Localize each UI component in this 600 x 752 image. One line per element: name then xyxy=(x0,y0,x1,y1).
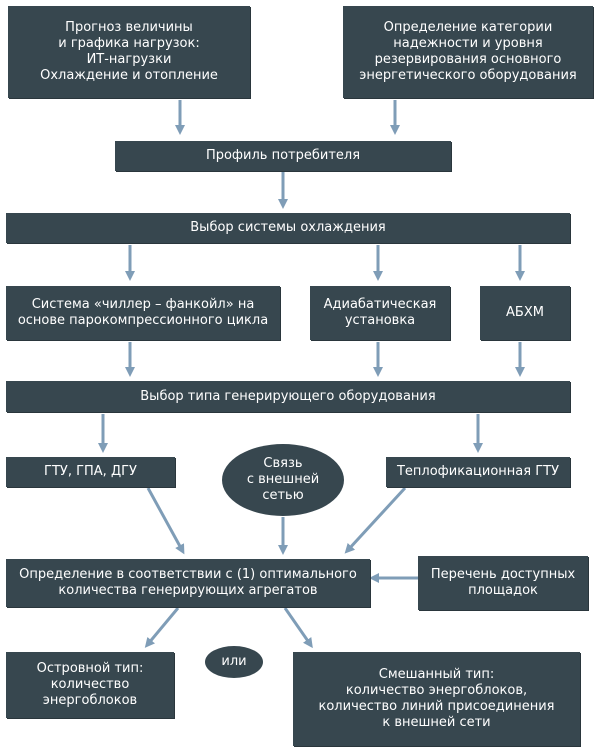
available-sites-box: Перечень доступных площадок xyxy=(418,556,588,610)
chp-gtu-box: Теплофикационная ГТУ xyxy=(386,457,570,487)
reliability-category-box: Определение категории надежности и уровн… xyxy=(343,6,593,98)
gtu-gpa-dgu-box: ГТУ, ГПА, ДГУ xyxy=(6,457,175,487)
cooling-system-choice-box: Выбор системы охлаждения xyxy=(6,213,570,243)
generation-equipment-choice-box: Выбор типа генерирующего оборудования xyxy=(6,381,570,412)
adiabatic-unit-box: Адиабатическая установка xyxy=(310,286,450,340)
arrow-optimal-to-island xyxy=(144,607,180,648)
arrow-gtu-to-optimal xyxy=(146,487,185,555)
arrow-optimal-to-mixed xyxy=(283,607,313,649)
abhm-box: АБХМ xyxy=(480,286,570,340)
load-forecast-box: Прогноз величины и графика нагрузок: ИТ-… xyxy=(8,6,250,98)
chiller-fancoil-box: Система «чиллер – фанкойл» на основе пар… xyxy=(6,286,280,340)
arrow-chp-to-optimal xyxy=(344,486,407,554)
island-type-box: Островной тип: количество энергоблоков xyxy=(6,652,174,718)
optimal-count-box: Определение в соответствии с (1) оптимал… xyxy=(6,559,370,607)
mixed-type-box: Смешанный тип: количество энергоблоков, … xyxy=(293,652,580,746)
grid-link-ellipse: Связь с внешней сетью xyxy=(222,444,344,516)
consumer-profile-box: Профиль потребителя xyxy=(115,141,451,171)
or-ellipse: или xyxy=(205,646,263,678)
